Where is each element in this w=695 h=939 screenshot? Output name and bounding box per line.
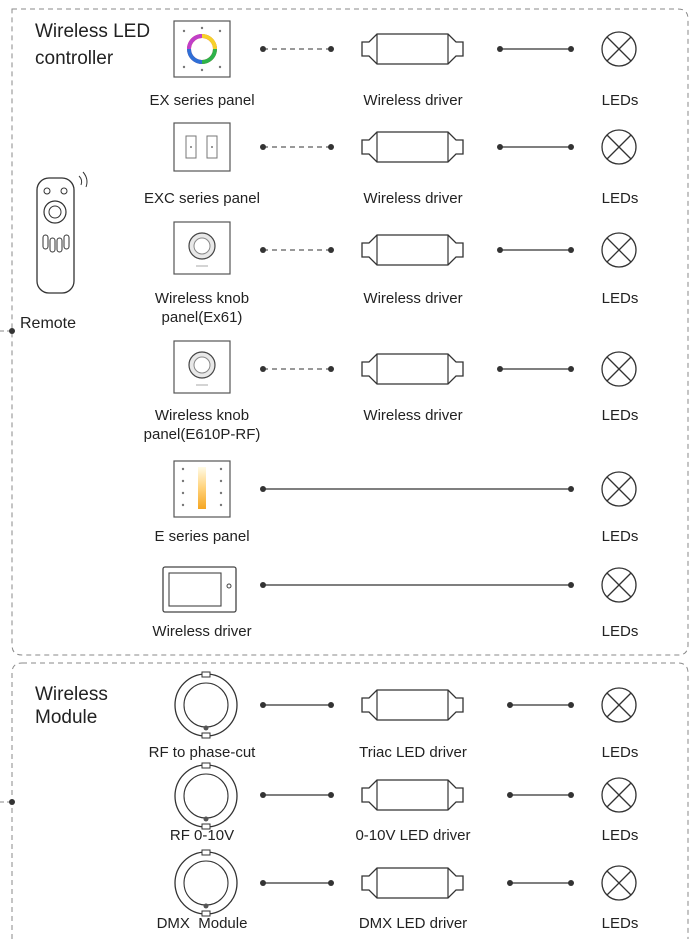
triac-driver-icon [361,689,464,721]
module-link-1b [507,702,574,708]
ex-series-panel-icon [173,20,231,78]
leds-label: LEDs [601,915,639,932]
module-link-1a [260,702,334,708]
module-link-2b [507,792,574,798]
wireless-link-1 [260,46,334,52]
module-link-3b [507,880,574,886]
leds-label: LEDs [601,190,639,207]
rf-phase-cut-module-icon [174,671,238,739]
leds-label: LEDs [601,290,639,307]
remote-label: Remote [20,315,77,332]
driver-label: Triac LED driver [359,744,467,761]
leds-label: LEDs [601,407,639,424]
module-connector-dot [9,799,15,805]
led-icon [601,865,637,901]
led-icon [601,777,637,813]
dmx-module-icon [174,849,238,917]
driver-label: 0-10V LED driver [355,827,471,844]
led-icon [601,351,637,387]
rf-0-10v-module-icon [174,762,238,830]
device-label: E series panel [154,528,250,545]
module-link-2a [260,792,334,798]
remote-control-icon [36,171,88,294]
leds-label: LEDs [601,528,639,545]
wired-link-6 [260,582,574,588]
wireless-driver-box-icon [162,566,237,613]
led-icon [601,129,637,165]
knob-panel-e610p-rf-icon [173,340,231,394]
controller-title-line2: controller [35,48,114,69]
wireless-link-4 [260,366,334,372]
device-label-line2: panel(Ex61) [161,309,243,326]
device-label: EXC series panel [144,190,260,207]
leds-label: LEDs [601,623,639,640]
wireless-driver-icon [361,353,464,385]
controller-section-border [11,8,689,656]
knob-panel-ex61-icon [173,221,231,275]
device-label: Wireless driver [152,623,252,640]
module-section-border [11,662,689,939]
led-icon [601,567,637,603]
driver-label: DMX LED driver [358,915,468,932]
wired-link-2 [497,144,574,150]
led-icon [601,471,637,507]
0-10v-driver-icon [361,779,464,811]
driver-label: Wireless driver [363,407,463,424]
module-title-line1: Wireless [35,684,108,705]
wired-link-5 [260,486,574,492]
wireless-driver-icon [361,234,464,266]
leds-label: LEDs [601,744,639,761]
module-label: DMX Module [156,915,248,932]
module-title-line2: Module [35,707,98,728]
driver-label: Wireless driver [363,290,463,307]
driver-label: Wireless driver [363,92,463,109]
exc-series-panel-icon [173,122,231,172]
device-label: EX series panel [149,92,255,109]
dmx-driver-icon [361,867,464,899]
wireless-link-3 [260,247,334,253]
leds-label: LEDs [601,827,639,844]
wireless-driver-icon [361,131,464,163]
device-label-line1: Wireless knob [154,407,250,424]
leds-label: LEDs [601,92,639,109]
led-icon [601,687,637,723]
wired-link-4 [497,366,574,372]
wireless-link-2 [260,144,334,150]
device-label-line2: panel(E610P-RF) [143,426,261,443]
led-icon [601,31,637,67]
device-label-line1: Wireless knob [154,290,250,307]
controller-title-line1: Wireless LED [35,21,151,42]
module-label: RF to phase-cut [148,744,256,761]
remote-connector-dot [9,328,15,334]
e-series-panel-icon [173,460,231,518]
wireless-driver-icon [361,33,464,65]
wired-link-3 [497,247,574,253]
driver-label: Wireless driver [363,190,463,207]
wired-link-1 [497,46,574,52]
module-link-3a [260,880,334,886]
led-icon [601,232,637,268]
module-label: RF 0-10V [169,827,235,844]
